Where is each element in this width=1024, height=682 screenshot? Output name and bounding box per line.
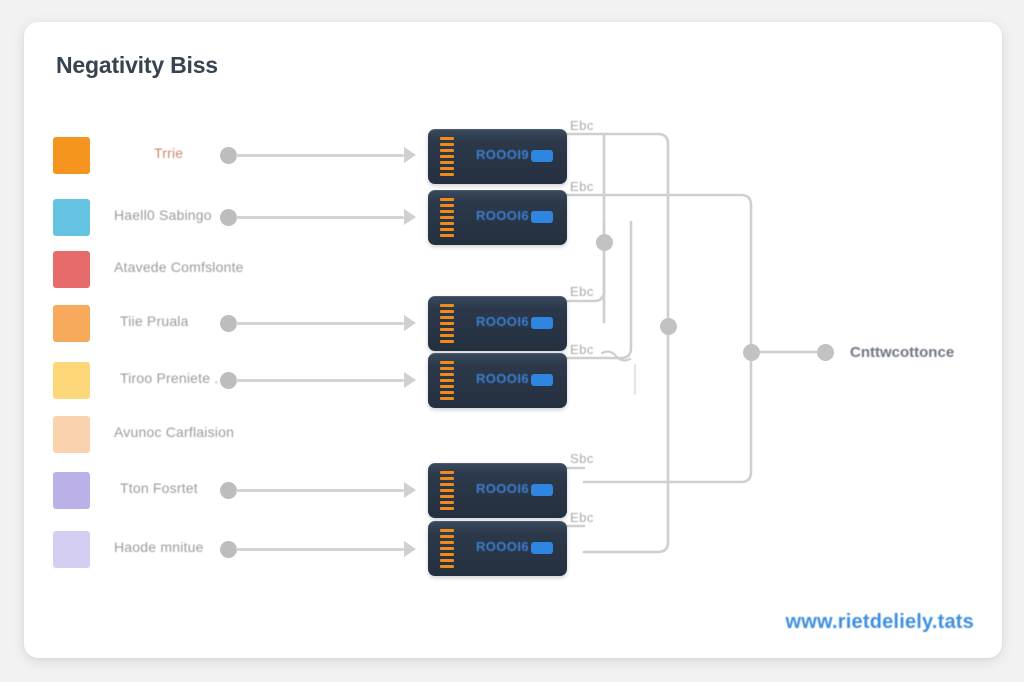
legend-row-label: Atavede Comfslonte xyxy=(114,259,244,275)
legend-color-swatch xyxy=(53,531,90,568)
legend-connector-line xyxy=(236,216,404,219)
legend-color-swatch xyxy=(53,251,90,288)
legend-row: Atavede Comfslonte xyxy=(24,250,1002,290)
led-indicator-icon xyxy=(531,542,553,554)
legend-row: Trrie xyxy=(24,136,1002,176)
legend-color-swatch xyxy=(53,472,90,509)
legend-row: Haode mnitue xyxy=(24,530,1002,570)
legend-row: Tiie Pruala xyxy=(24,304,1002,344)
status-ticks-icon xyxy=(440,471,454,510)
led-indicator-icon xyxy=(531,484,553,496)
legend-row-label: Tiroo Preniete . xyxy=(120,370,219,386)
edge-label: Ebc xyxy=(570,342,594,357)
page-title: Negativity Biss xyxy=(56,52,218,78)
legend-connector-line xyxy=(236,379,404,382)
legend-connector-dot[interactable] xyxy=(220,209,237,226)
device-node-label: ROOOI6 xyxy=(476,371,529,386)
device-node[interactable]: ROOOI6 xyxy=(428,353,567,408)
legend-row: Haell0 Sabingo xyxy=(24,198,1002,238)
legend-color-swatch xyxy=(53,362,90,399)
legend-color-swatch xyxy=(53,416,90,453)
device-node[interactable]: ROOOI6 xyxy=(428,190,567,245)
legend-connector-line xyxy=(236,489,404,492)
led-indicator-icon xyxy=(531,374,553,386)
status-ticks-icon xyxy=(440,198,454,237)
status-ticks-icon xyxy=(440,361,454,400)
legend-row-label: Tiie Pruala xyxy=(120,313,189,329)
legend-row-label: Avunoc Carflaision xyxy=(114,424,235,440)
device-node-label: ROOOI6 xyxy=(476,481,529,496)
legend-connector-line xyxy=(236,154,404,157)
legend-connector-dot[interactable] xyxy=(220,147,237,164)
device-node-label: ROOOI6 xyxy=(476,539,529,554)
legend-connector-line xyxy=(236,548,404,551)
junction-dot-a xyxy=(596,234,613,251)
legend-row: Avunoc Carflaision xyxy=(24,415,1002,455)
device-node-label: ROOOI6 xyxy=(476,314,529,329)
legend-color-swatch xyxy=(53,137,90,174)
watermark: www.rietdeliely.tats xyxy=(785,611,974,633)
legend-connector-line xyxy=(236,322,404,325)
device-node-label: ROOOI9 xyxy=(476,147,529,162)
junction-dot-output-bus xyxy=(743,344,760,361)
legend-connector-dot[interactable] xyxy=(220,315,237,332)
edge-label: Ebc xyxy=(570,118,594,133)
legend-row-label: Haell0 Sabingo xyxy=(114,207,212,223)
led-indicator-icon xyxy=(531,211,553,223)
led-indicator-icon xyxy=(531,317,553,329)
legend-connector-dot[interactable] xyxy=(220,482,237,499)
device-node-label: ROOOI6 xyxy=(476,208,529,223)
status-ticks-icon xyxy=(440,137,454,176)
status-ticks-icon xyxy=(440,304,454,343)
diagram-card: Negativity Biss xyxy=(24,22,1002,658)
edge-label: Ebc xyxy=(570,179,594,194)
edge-label: Ebc xyxy=(570,510,594,525)
legend-row-label: Trrie xyxy=(154,145,184,161)
legend-connector-arrow-icon xyxy=(404,147,416,163)
legend-color-swatch xyxy=(53,199,90,236)
legend-row-label: Haode mnitue xyxy=(114,539,204,555)
status-ticks-icon xyxy=(440,529,454,568)
legend-color-swatch xyxy=(53,305,90,342)
edge-label: Sbc xyxy=(570,451,594,466)
device-node[interactable]: ROOOI6 xyxy=(428,521,567,576)
output-node-dot xyxy=(817,344,834,361)
legend-connector-dot[interactable] xyxy=(220,541,237,558)
led-indicator-icon xyxy=(531,150,553,162)
legend-connector-dot[interactable] xyxy=(220,372,237,389)
legend-connector-arrow-icon xyxy=(404,315,416,331)
legend-connector-arrow-icon xyxy=(404,541,416,557)
legend-row-label: Tton Fosrtet xyxy=(120,480,198,496)
output-label: Cnttwcottonce xyxy=(850,344,955,361)
legend-connector-arrow-icon xyxy=(404,372,416,388)
edge-label: Ebc xyxy=(570,284,594,299)
legend-row: Tiroo Preniete . xyxy=(24,361,1002,401)
device-node[interactable]: ROOOI6 xyxy=(428,296,567,351)
legend-connector-arrow-icon xyxy=(404,209,416,225)
legend-row: Tton Fosrtet xyxy=(24,471,1002,511)
device-node[interactable]: ROOOI6 xyxy=(428,463,567,518)
junction-dot-b xyxy=(660,318,677,335)
legend-connector-arrow-icon xyxy=(404,482,416,498)
device-node[interactable]: ROOOI9 xyxy=(428,129,567,184)
